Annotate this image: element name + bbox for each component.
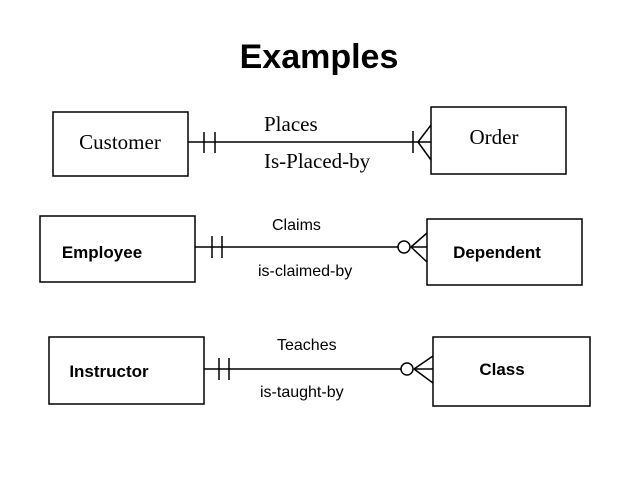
relationship-label-bottom: is-claimed-by — [258, 263, 352, 280]
entity-box-dependent[interactable] — [426, 218, 583, 286]
entity-box-order[interactable] — [430, 106, 567, 175]
entity-box-class[interactable] — [432, 336, 591, 407]
relationship-label-top: Teaches — [277, 337, 337, 354]
entity-box-employee[interactable] — [39, 215, 196, 283]
relationship-employee-dependent: Employee Claims is-claimed-by Dependent — [39, 215, 583, 286]
relationship-label-bottom: is-taught-by — [260, 384, 344, 401]
entity-label-class: Class — [479, 360, 524, 379]
entity-label-dependent: Dependent — [453, 243, 541, 262]
crows-foot-icon — [413, 368, 434, 384]
crows-foot-icon — [410, 246, 428, 263]
page-title: Examples — [239, 38, 399, 76]
crows-foot-icon — [417, 141, 432, 161]
entity-box-customer[interactable] — [52, 111, 189, 177]
relationship-label-bottom: Is-Placed-by — [264, 149, 371, 173]
entity-box-instructor[interactable] — [48, 336, 205, 405]
entity-label-order: Order — [470, 125, 519, 149]
crows-foot-icon — [417, 124, 432, 143]
crows-foot-icon — [413, 355, 434, 370]
relationship-instructor-class: Instructor Teaches is-taught-by Class — [48, 336, 591, 407]
zero-circle-icon — [400, 362, 414, 376]
entity-label-instructor: Instructor — [69, 362, 149, 381]
relationship-label-top: Claims — [272, 217, 321, 234]
relationship-customer-order: Customer Places Is-Placed-by Order — [52, 106, 567, 177]
crows-foot-icon — [410, 232, 428, 248]
entity-label-customer: Customer — [79, 130, 161, 154]
entity-label-employee: Employee — [62, 243, 142, 262]
relationship-label-top: Places — [264, 112, 318, 136]
zero-circle-icon — [397, 240, 411, 254]
